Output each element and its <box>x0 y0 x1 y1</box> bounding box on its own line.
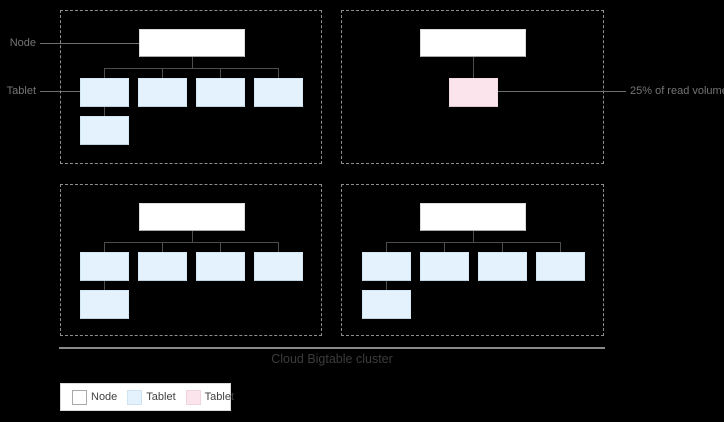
connector-line <box>220 68 221 78</box>
node-group-3 <box>60 184 322 336</box>
tablet-label: Tablet <box>6 85 36 97</box>
node-box <box>139 29 245 57</box>
tablet-box <box>254 252 303 281</box>
tablet-box <box>80 252 129 281</box>
hot-tablet-swatch <box>185 389 201 405</box>
connector-line <box>104 68 105 78</box>
connector-line <box>386 242 561 243</box>
connector-line <box>444 242 445 252</box>
node-label: Node <box>9 37 36 49</box>
connector-line <box>278 242 279 252</box>
tablet-box <box>138 78 187 107</box>
node-group-1 <box>60 10 322 164</box>
tablet-box <box>80 290 129 319</box>
tablet-box <box>362 290 411 319</box>
connector-line <box>104 242 279 243</box>
tablet-box <box>362 252 411 281</box>
node-box <box>420 29 526 57</box>
tablet-box <box>196 78 245 107</box>
node-box <box>139 203 245 231</box>
connector-line <box>560 242 561 252</box>
node-group-2 <box>341 10 604 164</box>
node-box <box>420 203 526 231</box>
tablet-box <box>138 252 187 281</box>
connector-line <box>386 242 387 252</box>
connector-line <box>192 57 193 68</box>
connector-line <box>278 68 279 78</box>
connector-line <box>104 68 279 69</box>
legend-item-node: Node <box>72 389 118 405</box>
connector-line <box>473 57 474 78</box>
connector-line <box>162 68 163 78</box>
connector-line <box>162 242 163 252</box>
legend-label-tablet: Tablet <box>146 391 176 403</box>
connector-line <box>473 231 474 242</box>
read-volume-callout: 25% of read volume <box>630 85 724 97</box>
tablet-box <box>478 252 527 281</box>
tablet-box <box>80 78 129 107</box>
tablet-box <box>420 252 469 281</box>
connector-line <box>502 242 503 252</box>
node-group-4 <box>341 184 604 336</box>
cluster-rule <box>59 347 605 349</box>
tablet-box <box>196 252 245 281</box>
cluster-title: Cloud Bigtable cluster <box>271 352 393 366</box>
legend-item-hot-tablet: Tablet <box>185 389 235 405</box>
tablet-box <box>80 116 129 145</box>
connector-line <box>386 281 387 290</box>
connector-line <box>104 107 105 116</box>
legend-label-hot-tablet: Tablet <box>204 391 235 403</box>
node-leader-line <box>40 43 139 44</box>
connector-line <box>192 231 193 242</box>
callout-leader-line <box>498 91 626 92</box>
node-swatch <box>72 389 87 405</box>
tablet-swatch <box>127 389 143 405</box>
connector-line <box>104 242 105 252</box>
legend-label-node: Node <box>91 391 118 403</box>
tablet-box <box>254 78 303 107</box>
legend-item-tablet: Tablet <box>127 389 176 405</box>
hot-tablet-box <box>449 78 498 107</box>
connector-line <box>220 242 221 252</box>
connector-line <box>104 281 105 290</box>
tablet-box <box>536 252 585 281</box>
legend: Node Tablet Tablet <box>60 383 235 411</box>
